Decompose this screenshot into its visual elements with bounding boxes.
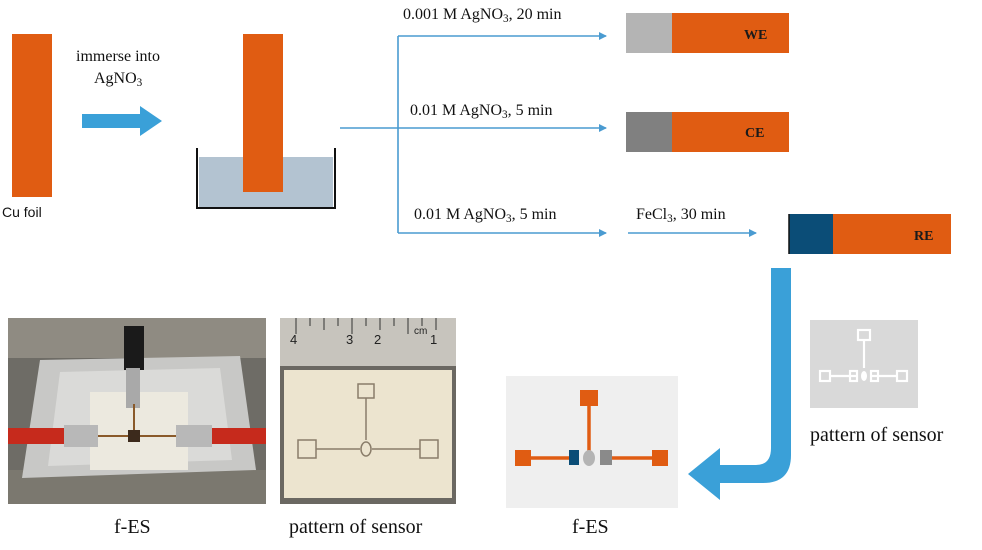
ruler-tick-4: 4 bbox=[290, 332, 298, 347]
ruler-unit: cm bbox=[414, 326, 428, 337]
ce-label: CE bbox=[745, 126, 765, 141]
pattern-thumbnail bbox=[810, 320, 918, 408]
we-label: WE bbox=[744, 28, 768, 43]
cu-foil-immersed bbox=[243, 34, 283, 192]
ruler-tick-3: 3 bbox=[346, 332, 354, 347]
beaker bbox=[196, 34, 336, 209]
branch-condition-ce: 0.01 M AgNO3, 5 min bbox=[410, 102, 553, 121]
electrode-re bbox=[788, 214, 951, 254]
electrode-ce bbox=[626, 112, 789, 152]
pattern-thumbnail-label: pattern of sensor bbox=[810, 424, 944, 446]
fes-schematic-caption: f-ES bbox=[572, 516, 609, 538]
pattern-photo bbox=[280, 318, 456, 504]
fes-photo bbox=[8, 318, 266, 504]
beaker-outline bbox=[196, 148, 336, 209]
ruler bbox=[280, 318, 456, 366]
immerse-label-line1: immerse into bbox=[76, 48, 160, 65]
ruler-tick-1: 1 bbox=[430, 332, 438, 347]
cu-foil-label: Cu foil bbox=[2, 204, 42, 220]
fes-schematic bbox=[506, 376, 678, 508]
immerse-label-line2: AgNO3 bbox=[94, 70, 143, 89]
pattern-photo-caption: pattern of sensor bbox=[289, 516, 423, 538]
re-label: RE bbox=[914, 229, 934, 244]
electrode-we bbox=[626, 13, 789, 53]
branch-condition-re: 0.01 M AgNO3, 5 min bbox=[414, 206, 557, 225]
cu-foil bbox=[12, 34, 52, 197]
immerse-arrow bbox=[82, 106, 162, 136]
branch-condition-we: 0.001 M AgNO3, 20 min bbox=[403, 6, 562, 25]
ruler-tick-2: 2 bbox=[374, 332, 382, 347]
branch-lines bbox=[340, 32, 757, 237]
assembly-arrow bbox=[688, 268, 791, 500]
fes-photo-caption: f-ES bbox=[114, 516, 151, 538]
fecl3-condition: FeCl3, 30 min bbox=[636, 206, 726, 225]
